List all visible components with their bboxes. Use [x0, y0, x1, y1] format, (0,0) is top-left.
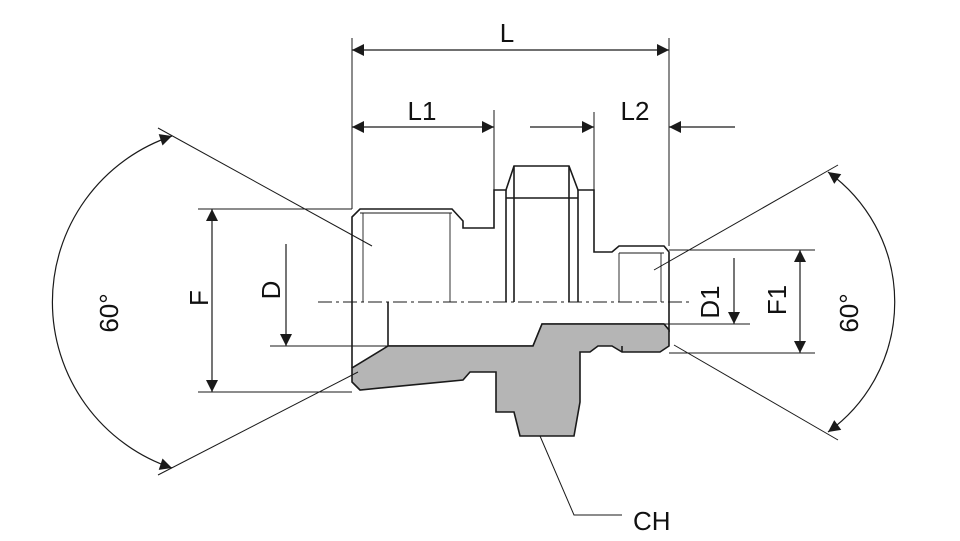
- fitting-section-view: [351, 302, 670, 437]
- angle-arc-right: [827, 171, 896, 433]
- length-dimensions: L L1 L2: [351, 18, 735, 246]
- left-diameter-dimensions: F D: [184, 208, 388, 393]
- angle-leg-line: [653, 164, 839, 271]
- left-angle-dimension: 60°: [51, 127, 373, 476]
- label-l2: L2: [621, 96, 650, 126]
- label-angle-right: 60°: [834, 293, 864, 332]
- label-l: L: [500, 18, 514, 48]
- angle-leg-line: [157, 127, 373, 247]
- hex-ch-callout: CH: [539, 435, 671, 536]
- label-ch: CH: [633, 506, 671, 536]
- right-diameter-dimensions: D1 F1: [664, 249, 815, 354]
- label-d: D: [256, 281, 286, 300]
- angle-arc-left: [51, 134, 173, 470]
- label-f: F: [184, 290, 214, 306]
- label-angle-left: 60°: [94, 293, 124, 332]
- label-d1: D1: [695, 285, 725, 318]
- label-l1: L1: [408, 96, 437, 126]
- right-angle-dimension: 60°: [653, 164, 896, 441]
- angle-leg-line: [157, 371, 359, 476]
- label-f1: F1: [762, 285, 792, 315]
- large-thread-profile: [351, 165, 670, 302]
- ch-leader-line: [539, 435, 622, 516]
- section-hatch-fill: [351, 323, 670, 437]
- angle-leg-line: [673, 344, 839, 441]
- fitting-body-outline: [351, 165, 670, 302]
